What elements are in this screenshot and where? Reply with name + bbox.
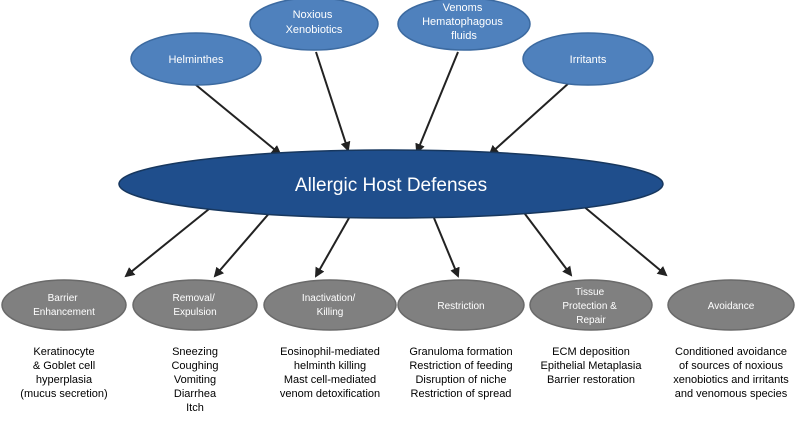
svg-text:Noxious Xenobiotics: Noxious Xenobiotics: [286, 9, 343, 36]
response-node-restriction: Restriction: [397, 279, 525, 331]
removal-description: Sneezing Coughing Vomiting Diarrhea Itch: [171, 346, 219, 414]
arrow-irritants-to-center: [488, 81, 571, 156]
arrow-center-to-inactivation: [315, 217, 350, 278]
arrow-noxious-to-center: [315, 51, 351, 152]
center-label: Allergic Host Defenses: [295, 175, 487, 196]
threat-node-venoms: Venoms Hematophagous fluids: [397, 0, 531, 51]
response-node-removal: Removal/ Expulsion: [132, 279, 258, 331]
arrow-helminthes-to-center: [195, 84, 282, 156]
threat-label-line: Venoms: [443, 2, 483, 14]
threat-label-line: Hematophagous: [422, 16, 503, 28]
svg-text:Avoidance: Avoidance: [708, 301, 755, 312]
arrow-center-to-barrier: [124, 204, 215, 278]
response-label-line: Tissue: [575, 287, 605, 298]
response-label-line: Avoidance: [708, 301, 755, 312]
threat-label-line: fluids: [451, 30, 477, 42]
response-label-line: Barrier: [48, 293, 79, 304]
threat-label-line: Helminthes: [168, 54, 224, 66]
threat-label-line: Xenobiotics: [286, 24, 343, 36]
threat-node-helminthes: Helminthes: [130, 32, 262, 86]
restriction-description: Granuloma formation Restriction of feedi…: [409, 346, 513, 400]
response-label-line: Expulsion: [173, 307, 216, 318]
avoidance-description: Conditioned avoidance of sources of noxi…: [673, 346, 789, 400]
svg-text:Irritants: Irritants: [570, 54, 607, 66]
response-node-inactivation: Inactivation/ Killing: [263, 279, 397, 331]
response-label-line: Inactivation/: [302, 293, 356, 304]
response-label-line: Enhancement: [33, 307, 95, 318]
response-label-line: Restriction: [437, 301, 484, 312]
svg-text:Venoms Hematophagous: Venoms Hematophagous fluids: [422, 2, 506, 42]
svg-text:Restriction: Restriction: [437, 301, 484, 312]
threat-node-noxious: Noxious Xenobiotics: [249, 0, 379, 51]
response-label-line: Removal/: [172, 293, 214, 304]
svg-text:Removal/ Expulsion: Removal/ Expulsion: [172, 293, 217, 318]
threat-node-irritants: Irritants: [522, 32, 654, 86]
arrow-center-to-tissue: [521, 209, 573, 277]
center-node: Allergic Host Defenses: [118, 149, 664, 219]
arrow-venoms-to-center: [415, 51, 459, 154]
arrow-center-to-removal: [213, 209, 273, 278]
response-node-avoidance: Avoidance: [667, 279, 795, 331]
response-node-barrier: Barrier Enhancement: [1, 279, 127, 331]
tissue-description: ECM deposition Epithelial Metaplasia Bar…: [540, 346, 642, 386]
barrier-description: Keratinocyte & Goblet cell hyperplasia (…: [20, 346, 108, 400]
threat-label-line: Irritants: [570, 54, 607, 66]
svg-text:Tissue Protection &: Tissue Protection & Repair: [562, 287, 619, 326]
response-label-line: Killing: [317, 307, 344, 318]
svg-text:Helminthes: Helminthes: [168, 54, 224, 66]
response-label-line: Repair: [576, 315, 606, 326]
inactivation-description: Eosinophil-mediated helminth killing Mas…: [279, 346, 381, 400]
svg-text:Inactivation/ Killing: Inactivation/ Killing: [302, 293, 358, 318]
threat-label-line: Noxious: [293, 9, 333, 21]
arrow-center-to-restriction: [433, 217, 460, 278]
arrow-center-to-avoidance: [581, 204, 668, 277]
response-node-tissue: Tissue Protection & Repair: [529, 279, 653, 331]
svg-text:Barrier Enhancement: Barrier Enhancement: [33, 293, 95, 318]
response-label-line: Protection &: [562, 301, 617, 312]
